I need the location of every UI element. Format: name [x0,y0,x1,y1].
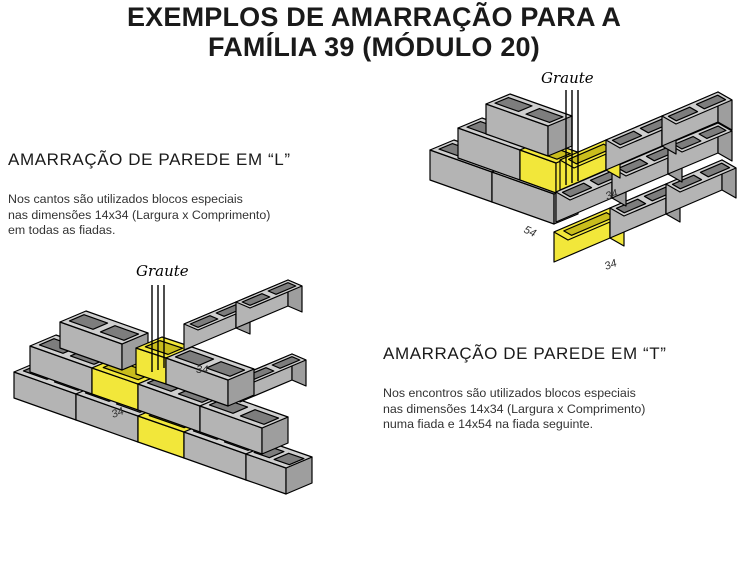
section-l-desc-line: Nos cantos são utilizados blocos especia… [8,192,243,206]
l-block-c3b-cell [241,293,271,306]
t-block-c2b-cell [617,158,649,174]
graute-label-t: Graute [541,69,594,87]
t-block-c1b-cell [699,162,731,178]
l-block-c3b-cell [267,282,297,295]
t-block-c3-cell [494,96,533,113]
section-l-desc-line: nas dimensões 14x34 (Largura x Comprimen… [8,207,271,222]
l-block-c3-cell [205,361,246,377]
l-wall-illustration [13,279,313,495]
t-block-c3b-cell [611,130,643,146]
l-block-c1-cell [273,452,305,466]
section-l-description: Nos cantos são utilizados blocos especia… [8,192,270,239]
t-block-c3b-cell [667,106,699,122]
section-l-heading: AMARRAÇÃO DE PAREDE EM “L” [8,150,291,169]
t-block-c3-cell [525,107,564,124]
section-t-heading: AMARRAÇÃO DE PAREDE EM “T” [383,344,667,363]
t-block-c3b-cell [695,94,727,110]
l-block-c3-cell [174,350,215,366]
l-block-c3-cell [68,314,109,330]
t-block-c2b-cell [698,125,727,140]
t-block-label-top: 34 [604,187,620,202]
title-line-1: EXEMPLOS DE AMARRAÇÃO PARA A [126,2,622,32]
l-block-c3-cell [99,325,140,341]
t-block-label-lower: 34 [603,257,619,272]
l-block-c2b-cell [271,356,301,369]
t-block-c1b-cell [615,198,647,214]
section-t-desc-line: nas dimensões 14x34 (Largura x Comprimen… [383,401,646,416]
l-block-c2-cell [239,409,280,425]
t-block-label-face: 54 [522,224,538,240]
t-block-c2b-cell [673,135,702,150]
section-t-description: Nos encontros são utilizados blocos espe… [383,386,645,433]
section-t-desc-line: numa fiada e 14x54 na fiada seguinte. [383,417,594,431]
graute-label-l: Graute [136,262,189,280]
t-block-c2b-cell [561,182,593,198]
t-wall-illustration [429,90,737,263]
page-title: EXEMPLOS DE AMARRAÇÃO PARA A FAMÍLIA 39 … [0,2,748,62]
l-block-c3b-cell [189,315,219,328]
l-block-label-face: 34 [110,405,126,420]
section-t-desc-line: Nos encontros são utilizados blocos espe… [383,386,636,400]
l-block-label-top: 34 [196,364,208,376]
t-block-c1b-cell [671,174,703,190]
section-l-desc-line: em todas as fiadas. [8,223,116,237]
title-line-2: FAMÍLIA 39 (MÓDULO 20) [208,32,540,62]
